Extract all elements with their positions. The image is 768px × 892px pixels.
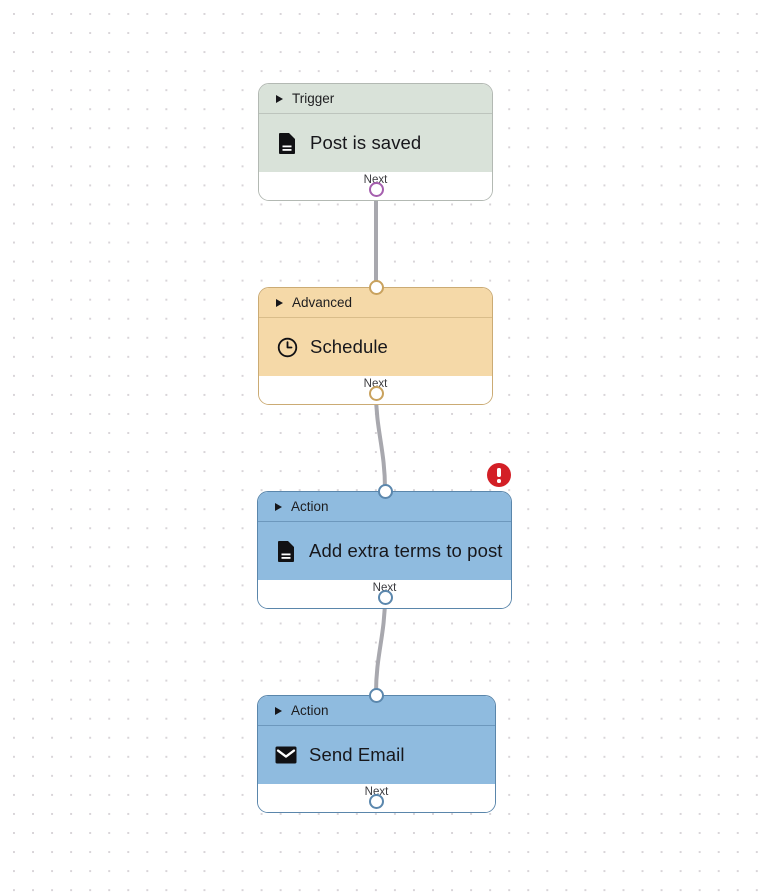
port-in-action-send-email[interactable]: [368, 687, 384, 703]
disclosure-triangle-icon[interactable]: [276, 94, 283, 103]
node-kind-label: Trigger: [292, 91, 335, 106]
node-title: Post is saved: [310, 132, 422, 153]
node-kind-label: Action: [291, 703, 329, 718]
node-body-action[interactable]: Send Email: [258, 726, 495, 784]
exclamation-icon: [497, 468, 501, 477]
node-kind-label: Advanced: [292, 295, 353, 310]
node-advanced-schedule[interactable]: Advanced Schedule Next: [258, 287, 493, 405]
port-out-action-terms[interactable]: [377, 589, 393, 605]
node-title: Add extra terms to post: [309, 540, 503, 561]
error-badge[interactable]: [487, 463, 511, 487]
disclosure-triangle-icon[interactable]: [275, 502, 282, 511]
node-body-action[interactable]: Add extra terms to post: [258, 522, 511, 580]
edge-advanced-to-action-terms: [374, 391, 387, 491]
node-header-trigger[interactable]: Trigger: [259, 84, 492, 114]
node-body-trigger[interactable]: Post is saved: [259, 114, 492, 172]
node-title: Send Email: [309, 744, 405, 765]
clock-icon: [276, 336, 298, 358]
port-out-trigger[interactable]: [368, 181, 384, 197]
node-title: Schedule: [310, 336, 388, 357]
disclosure-triangle-icon[interactable]: [276, 298, 283, 307]
disclosure-triangle-icon[interactable]: [275, 706, 282, 715]
edge-action-terms-to-send-email: [374, 595, 387, 695]
document-icon: [276, 132, 298, 154]
node-header-advanced[interactable]: Advanced: [259, 288, 492, 318]
node-kind-label: Action: [291, 499, 329, 514]
port-in-advanced[interactable]: [368, 279, 384, 295]
envelope-icon: [275, 744, 297, 766]
port-out-advanced[interactable]: [368, 385, 384, 401]
node-action-add-extra-terms-to-post[interactable]: Action Add extra terms to post Next: [257, 491, 512, 609]
document-icon: [275, 540, 297, 562]
port-out-action-send-email[interactable]: [368, 793, 384, 809]
exclamation-dot: [497, 479, 501, 483]
port-in-action-terms[interactable]: [377, 483, 393, 499]
node-body-advanced[interactable]: Schedule: [259, 318, 492, 376]
node-trigger-post-is-saved[interactable]: Trigger Post is saved Next: [258, 83, 493, 201]
